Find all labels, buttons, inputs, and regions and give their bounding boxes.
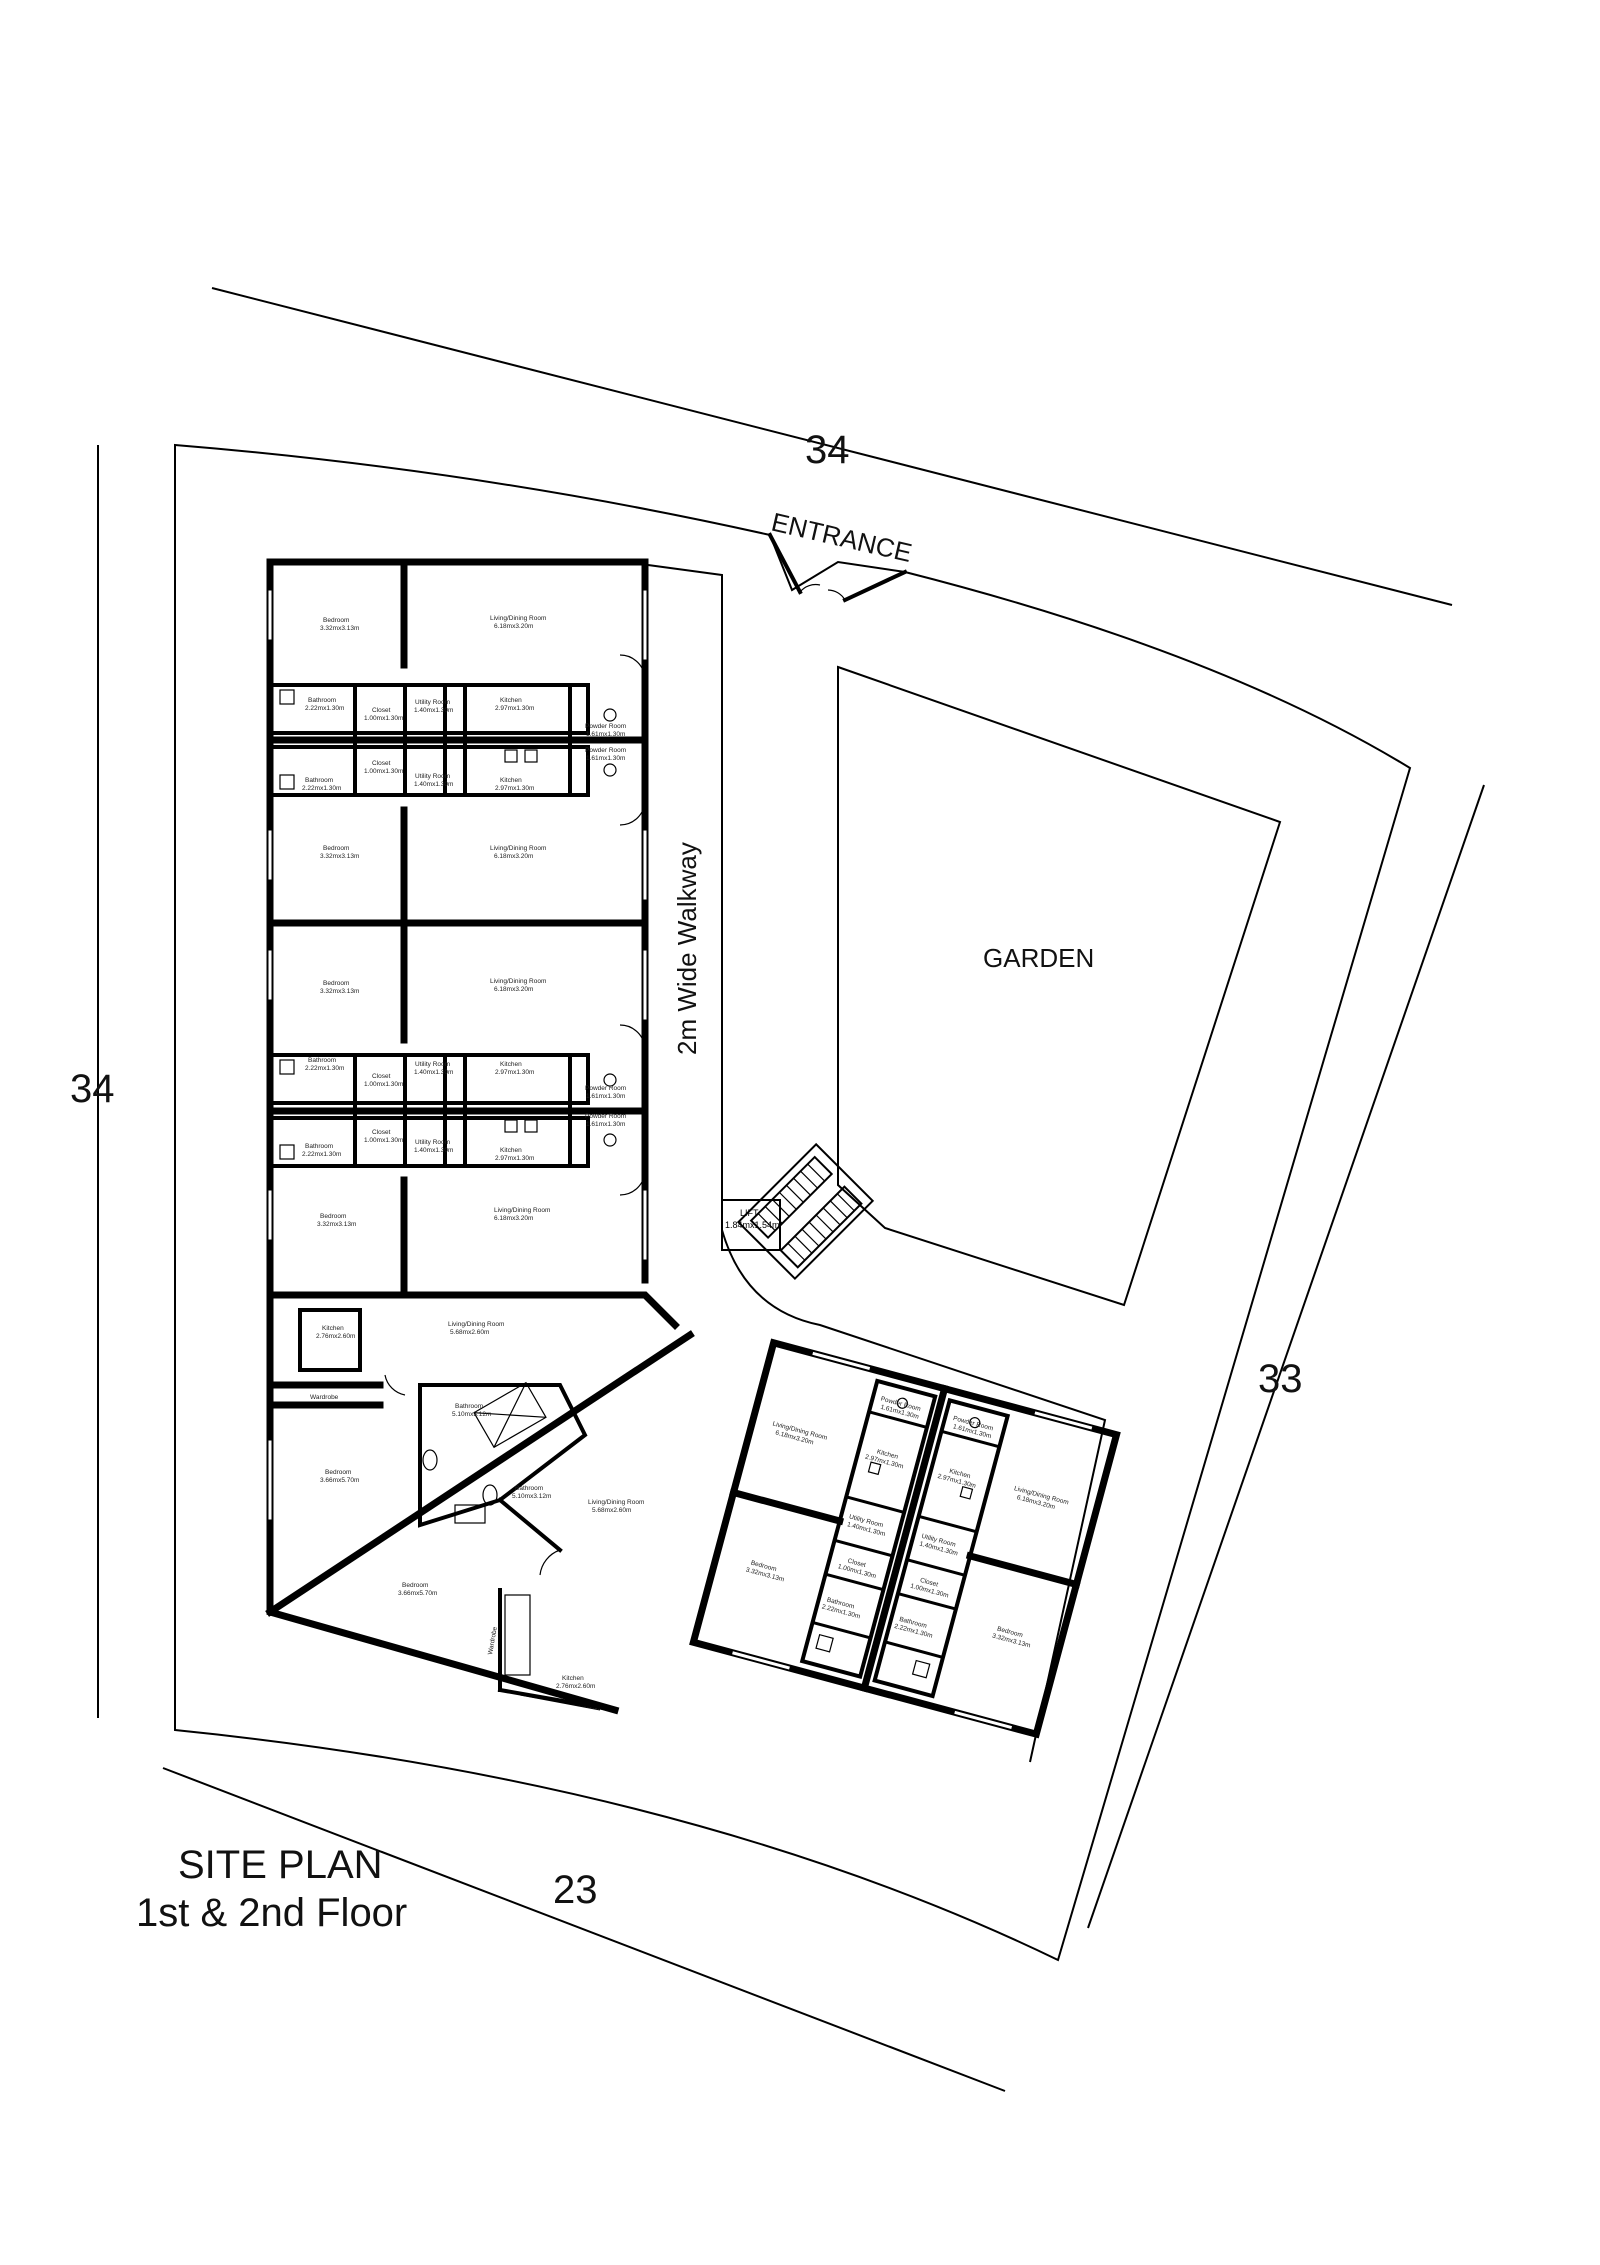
svg-text:Powder Room: Powder Room (585, 747, 626, 754)
svg-text:5.68mx2.60m: 5.68mx2.60m (592, 1507, 631, 1514)
svg-text:Bathroom: Bathroom (308, 1057, 336, 1064)
svg-text:3.32mx3.13m: 3.32mx3.13m (320, 853, 359, 860)
svg-text:Living/Dining Room: Living/Dining Room (490, 845, 546, 852)
svg-text:Utility Room: Utility Room (415, 1139, 450, 1146)
lift-label: LIFT (740, 1208, 759, 1218)
svg-text:5.10mx3.12m: 5.10mx3.12m (452, 1411, 491, 1418)
svg-text:2.22mx1.30m: 2.22mx1.30m (302, 1151, 341, 1158)
entrance-gate (767, 532, 908, 603)
svg-text:Living/Dining Room: Living/Dining Room (490, 978, 546, 985)
svg-text:Utility Room: Utility Room (415, 1061, 450, 1068)
svg-text:Wardrobe: Wardrobe (310, 1394, 339, 1401)
svg-text:Closet: Closet (372, 760, 391, 767)
dimension-top: 34 (805, 428, 850, 472)
svg-text:Powder Room: Powder Room (585, 1113, 626, 1120)
block-a-walls (266, 558, 680, 1330)
svg-text:3.66mx5.70m: 3.66mx5.70m (398, 1590, 437, 1597)
svg-text:Bathroom: Bathroom (308, 697, 336, 704)
plan-subtitle: 1st & 2nd Floor (136, 1891, 407, 1935)
svg-text:Bathroom: Bathroom (455, 1403, 483, 1410)
svg-text:Utility Room: Utility Room (415, 699, 450, 706)
svg-text:6.18mx3.20m: 6.18mx3.20m (494, 1215, 533, 1222)
block-c-walls (265, 1291, 695, 1715)
svg-text:1.00mx1.30m: 1.00mx1.30m (364, 1081, 403, 1088)
svg-text:Living/Dining Room: Living/Dining Room (490, 615, 546, 622)
svg-text:Bedroom: Bedroom (320, 1213, 346, 1220)
svg-text:Living/Dining Room: Living/Dining Room (448, 1321, 504, 1328)
svg-text:2.22mx1.30m: 2.22mx1.30m (302, 785, 341, 792)
svg-text:1.61mx1.30m: 1.61mx1.30m (586, 1093, 625, 1100)
block-a-labels: Bedroom 3.32mx3.13m Living/Dining Room 6… (302, 615, 626, 1228)
svg-text:Bedroom: Bedroom (323, 845, 349, 852)
svg-text:3.32mx3.13m: 3.32mx3.13m (317, 1221, 356, 1228)
svg-text:1.00mx1.30m: 1.00mx1.30m (364, 768, 403, 775)
dimension-left: 34 (70, 1067, 115, 1111)
walkway-outline (647, 564, 1107, 1763)
svg-text:2.76mx2.60m: 2.76mx2.60m (316, 1333, 355, 1340)
block-d: Powder Room 1.61mx1.30m Powder Room 1.61… (689, 1338, 1121, 1739)
svg-text:Bedroom: Bedroom (325, 1469, 351, 1476)
svg-text:1.61mx1.30m: 1.61mx1.30m (586, 1121, 625, 1128)
walkway-label: 2m Wide Walkway (672, 842, 702, 1055)
svg-text:1.00mx1.30m: 1.00mx1.30m (364, 715, 403, 722)
lift-shaft (721, 1199, 781, 1251)
svg-text:Closet: Closet (372, 1073, 391, 1080)
svg-text:Closet: Closet (372, 707, 391, 714)
svg-text:1.40mx1.30m: 1.40mx1.30m (414, 707, 453, 714)
svg-text:Bedroom: Bedroom (402, 1582, 428, 1589)
svg-text:Closet: Closet (372, 1129, 391, 1136)
svg-text:Wardrobe: Wardrobe (487, 1626, 499, 1655)
block-c-labels: Kitchen 2.76mx2.60m Living/Dining Room 5… (310, 1321, 644, 1690)
plan-title: SITE PLAN (178, 1843, 383, 1887)
entrance-label: ENTRANCE (769, 507, 915, 568)
svg-text:Living/Dining Room: Living/Dining Room (494, 1207, 550, 1214)
lift-size: 1.84mx1.54m (725, 1220, 780, 1230)
svg-text:5.68mx2.60m: 5.68mx2.60m (450, 1329, 489, 1336)
svg-text:6.18mx3.20m: 6.18mx3.20m (494, 986, 533, 993)
svg-text:Utility Room: Utility Room (415, 773, 450, 780)
dimension-right: 33 (1258, 1357, 1303, 1401)
svg-text:Kitchen: Kitchen (562, 1675, 584, 1682)
svg-text:2.97mx1.30m: 2.97mx1.30m (495, 1155, 534, 1162)
garden-area (837, 665, 1282, 1307)
svg-text:2.22mx1.30m: 2.22mx1.30m (305, 705, 344, 712)
svg-text:Closet: Closet (847, 1558, 867, 1570)
svg-text:Bathroom: Bathroom (305, 777, 333, 784)
svg-text:2.97mx1.30m: 2.97mx1.30m (495, 1069, 534, 1076)
svg-text:2.22mx1.30m: 2.22mx1.30m (305, 1065, 344, 1072)
svg-text:1.61mx1.30m: 1.61mx1.30m (586, 731, 625, 738)
svg-text:Powder Room: Powder Room (585, 1085, 626, 1092)
svg-text:3.32mx3.13m: 3.32mx3.13m (320, 988, 359, 995)
svg-text:6.18mx3.20m: 6.18mx3.20m (494, 853, 533, 860)
svg-text:1.40mx1.30m: 1.40mx1.30m (414, 781, 453, 788)
svg-text:5.10mx3.12m: 5.10mx3.12m (512, 1493, 551, 1500)
svg-text:Kitchen: Kitchen (500, 697, 522, 704)
svg-text:2.97mx1.30m: 2.97mx1.30m (495, 705, 534, 712)
svg-text:Bedroom: Bedroom (323, 617, 349, 624)
svg-text:2.97mx1.30m: 2.97mx1.30m (495, 785, 534, 792)
svg-text:1.40mx1.30m: 1.40mx1.30m (414, 1147, 453, 1154)
svg-text:Closet: Closet (919, 1577, 939, 1589)
svg-text:Kitchen: Kitchen (322, 1325, 344, 1332)
svg-text:1.40mx1.30m: 1.40mx1.30m (414, 1069, 453, 1076)
svg-text:Kitchen: Kitchen (500, 1061, 522, 1068)
garden-label: GARDEN (983, 943, 1094, 973)
svg-text:1.61mx1.30m: 1.61mx1.30m (586, 755, 625, 762)
svg-text:Powder Room: Powder Room (585, 723, 626, 730)
svg-text:3.66mx5.70m: 3.66mx5.70m (320, 1477, 359, 1484)
svg-text:3.32mx3.13m: 3.32mx3.13m (320, 625, 359, 632)
svg-text:1.00mx1.30m: 1.00mx1.30m (364, 1137, 403, 1144)
site-boundary (174, 443, 1412, 1962)
svg-text:Kitchen: Kitchen (500, 777, 522, 784)
svg-text:Living/Dining Room: Living/Dining Room (588, 1499, 644, 1506)
svg-text:Bedroom: Bedroom (323, 980, 349, 987)
dimension-lines (97, 287, 1485, 2092)
svg-text:2.76mx2.60m: 2.76mx2.60m (556, 1683, 595, 1690)
svg-text:Bathroom: Bathroom (515, 1485, 543, 1492)
svg-text:6.18mx3.20m: 6.18mx3.20m (494, 623, 533, 630)
dimension-bottom: 23 (553, 1868, 598, 1912)
svg-text:Bathroom: Bathroom (305, 1143, 333, 1150)
svg-text:Kitchen: Kitchen (500, 1147, 522, 1154)
